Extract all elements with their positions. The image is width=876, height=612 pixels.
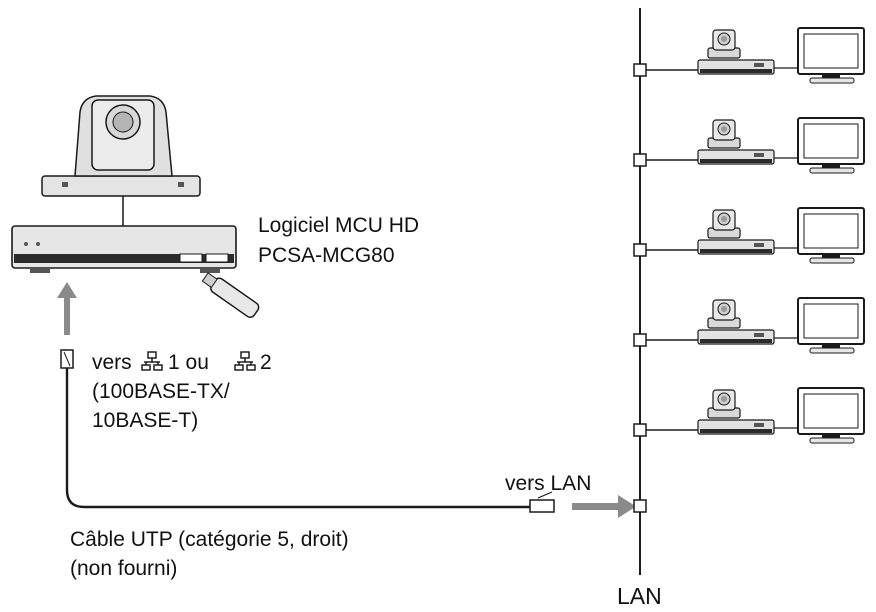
connector-label-line2: (100BASE-TX/ [92, 380, 230, 403]
utp-cable [65, 368, 530, 509]
remote-site [633, 27, 865, 84]
remote-site [633, 297, 865, 354]
remote-videoconference-equipment [697, 387, 865, 444]
remote-site [633, 387, 865, 444]
network-port-icon [141, 351, 163, 371]
connector-label-suffix: 2 [260, 351, 272, 374]
remote-site [633, 117, 865, 174]
lan-port-box [633, 63, 647, 77]
software-label-line1: Logiciel MCU HD [258, 214, 419, 237]
remote-site [633, 207, 865, 264]
software-label-line2: PCSA-MCG80 [258, 244, 395, 267]
cable-plug-left [60, 349, 74, 369]
remote-sites-group [633, 27, 865, 444]
connection-arrow-up [57, 282, 77, 335]
lan-port-box [633, 499, 647, 513]
network-port-icon [234, 351, 256, 371]
main-camera [41, 95, 201, 197]
lan-port-label: vers LAN [505, 472, 591, 495]
cable-plug-right [529, 491, 555, 513]
lan-port-box [633, 153, 647, 167]
lan-label: LAN [617, 583, 662, 609]
connector-label-line3: 10BASE-T) [92, 409, 198, 432]
cable-label-line2: (non fourni) [70, 557, 177, 580]
remote-videoconference-equipment [697, 27, 865, 84]
remote-videoconference-equipment [697, 207, 865, 264]
main-codec-unit [11, 225, 237, 273]
connector-label-middle: 1 ou [168, 351, 209, 374]
cable-label-line1: Câble UTP (catégorie 5, droit) [70, 528, 349, 551]
connection-arrow-right [572, 495, 636, 518]
lan-port-box [633, 243, 647, 257]
remote-videoconference-equipment [697, 117, 865, 174]
remote-videoconference-equipment [697, 297, 865, 354]
lan-port-box [633, 333, 647, 347]
connector-label-prefix: vers [92, 351, 132, 374]
lan-port-box [633, 423, 647, 437]
usb-software-key [201, 272, 260, 318]
